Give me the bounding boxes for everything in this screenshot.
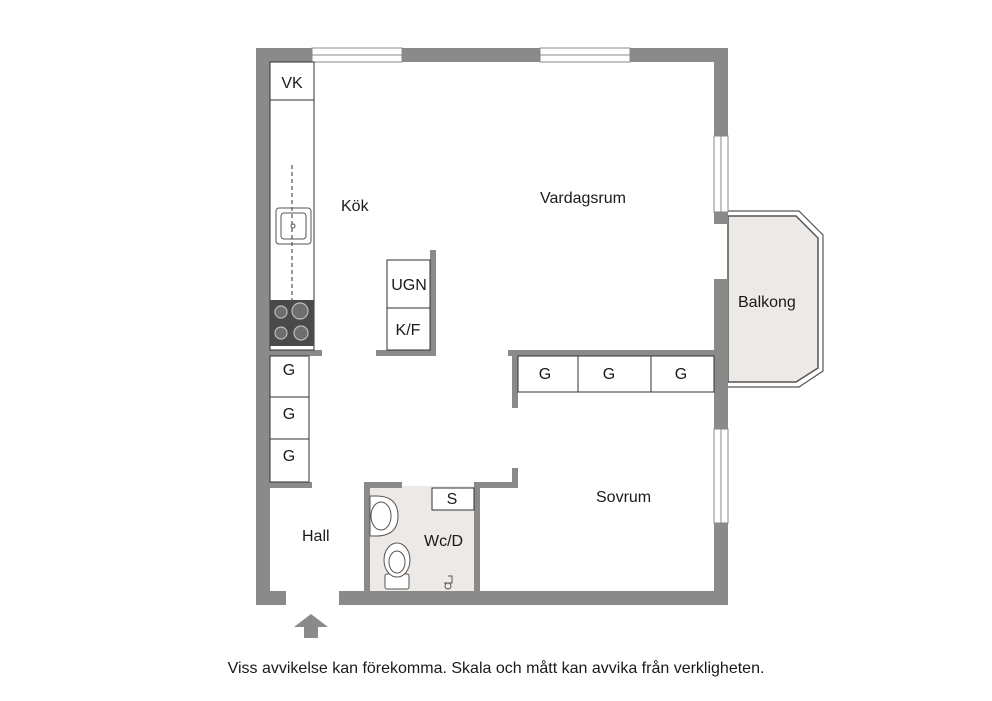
sink-icon: [275, 207, 312, 245]
floor-drain-icon: [444, 575, 453, 590]
room-label-sovrum: Sovrum: [596, 489, 651, 506]
stove-icon: [270, 300, 314, 346]
wardrobe-label: G: [675, 366, 687, 383]
bedroom-wardrobes: [517, 355, 715, 393]
fixture-label-kf: K/F: [396, 322, 421, 339]
wardrobe-label: G: [539, 366, 551, 383]
room-label-wc: Wc/D: [424, 533, 463, 550]
fixture-label-s: S: [447, 491, 458, 508]
oven-fridge-unit: [386, 259, 431, 351]
room-label-balkong: Balkong: [738, 294, 796, 311]
wardrobe-label: G: [283, 406, 295, 423]
outer-walls: [256, 48, 728, 605]
balcony-railing: [728, 210, 824, 388]
room-label-vardagsrum: Vardagsrum: [540, 190, 626, 207]
windows: [311, 47, 729, 524]
entrance-arrow-icon: [294, 614, 328, 638]
fixture-label-ugn: UGN: [391, 277, 427, 294]
fixture-label-vk: VK: [281, 75, 303, 92]
toilet-icon: [383, 542, 411, 590]
wardrobe-label: G: [603, 366, 615, 383]
wardrobe-label: G: [283, 448, 295, 465]
room-label-hall: Hall: [302, 528, 330, 545]
wardrobe-label: G: [283, 362, 295, 379]
vk-box: [269, 61, 315, 101]
hall-wardrobes: [269, 355, 310, 483]
room-label-kok: Kök: [341, 198, 370, 215]
disclaimer-text: Viss avvikelse kan förekomma. Skala och …: [227, 660, 765, 677]
washbasin-icon: [369, 495, 399, 537]
interior-walls: [270, 250, 714, 592]
s-cabinet: [431, 487, 475, 511]
